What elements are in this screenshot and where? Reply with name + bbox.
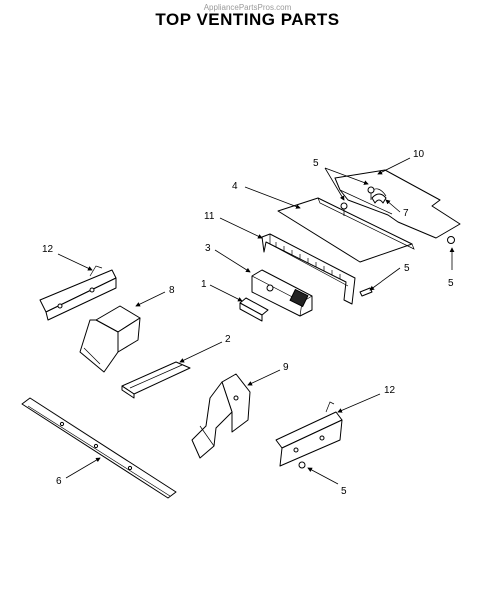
callout-9: 9 [283,362,289,373]
part-12-bracket-right[interactable] [275,401,343,467]
page-title: TOP VENTING PARTS [155,10,340,29]
screw-5-d[interactable] [359,287,373,297]
callout-2: 2 [225,334,231,345]
part-3-switch-assembly[interactable] [251,269,313,317]
part-6-strip[interactable] [21,397,177,499]
part-4-vent-plate[interactable] [277,197,415,263]
part-9-bent-bracket[interactable] [191,373,251,459]
part-1-sensor-block[interactable] [239,297,269,322]
callout-3: 3 [205,243,211,254]
part-12-bracket-left[interactable] [39,265,117,321]
callout-4: 4 [232,181,238,192]
callout-7: 7 [403,208,409,219]
screw-5-c[interactable] [447,236,455,244]
callout-12-left: 12 [42,244,54,255]
callout-labels: 10 5 7 4 11 3 1 5 5 12 8 2 9 12 6 5 [42,149,454,497]
callout-6: 6 [56,476,62,487]
part-11-slotted-bracket[interactable] [261,233,356,305]
screw-5-a[interactable] [340,202,348,216]
part-2-channel[interactable] [121,361,191,399]
callout-8: 8 [169,285,175,296]
callout-1: 1 [201,279,207,290]
callout-5-bottom: 5 [341,486,347,497]
callout-10: 10 [413,149,425,160]
leader-lines [57,157,455,485]
part-8-duct[interactable] [79,305,141,373]
screw-5-e[interactable] [298,461,306,469]
callout-5-top: 5 [313,158,319,169]
watermark-text: AppliancePartsPros.com [203,3,292,12]
callout-5-right: 5 [448,278,454,289]
part-7-clip[interactable] [371,193,387,204]
screw-5-b[interactable] [367,186,375,200]
callout-12-right: 12 [384,385,396,396]
callout-5-mid: 5 [404,263,410,274]
callout-11: 11 [204,211,215,222]
